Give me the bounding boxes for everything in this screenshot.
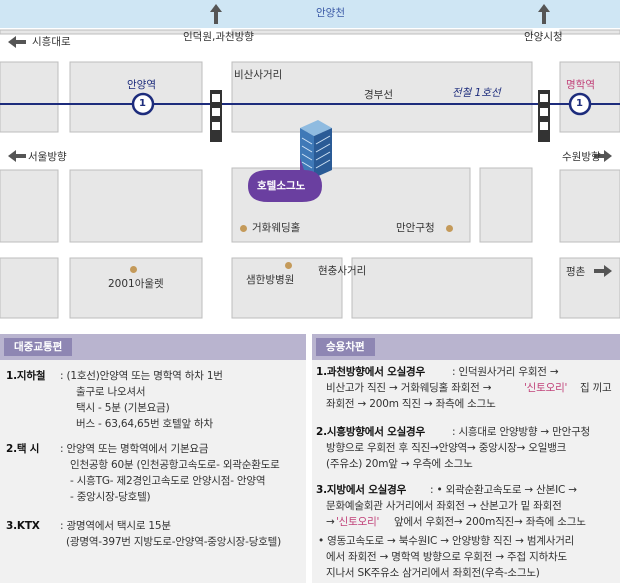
public-header-bar: 대중교통편 bbox=[0, 334, 306, 360]
route1-line: : 인덕원사거리 우회전 → bbox=[452, 366, 559, 378]
road-label-seoul: 서울방향 bbox=[28, 151, 67, 163]
landmark-wedding: 거화웨딩홀 bbox=[252, 222, 301, 234]
taxi-line: - 시흥TG- 제2경인고속도로 안양시점- 안양역 bbox=[70, 475, 266, 487]
taxi-line: : 안양역 또는 명학역에서 기본요금 bbox=[60, 443, 209, 455]
landmark-dot bbox=[285, 262, 292, 269]
route3-line: → bbox=[326, 516, 335, 528]
route2-line: 방향으로 우회전 후 직진→안양역→ 중앙시장→ 오일뱅크 bbox=[326, 442, 567, 454]
hotel-bubble bbox=[248, 158, 322, 202]
route2-line: : 시흥대로 안양방향 → 만안구청 bbox=[452, 426, 591, 438]
station-number-myeonghak: 1 bbox=[576, 98, 583, 109]
river-label: 안양천 bbox=[316, 7, 345, 19]
location-map: 안양천 시흥대로 인덕원,과천방향 안양시청 서울방향 수원방향 평촌 안양역 … bbox=[0, 0, 620, 319]
public-title: 대중교통편 bbox=[4, 338, 73, 356]
route4-line: 지나서 SK주유소 삼거리에서 좌회전(우측-소그노) bbox=[326, 567, 540, 579]
road-label-anyang-city: 안양시청 bbox=[524, 31, 563, 43]
route3-highlight: '신토오리' bbox=[336, 516, 380, 528]
left-arrow-icon bbox=[8, 36, 26, 48]
subway-line: 택시 - 5분 (기본요금) bbox=[76, 402, 170, 414]
landmark-dot bbox=[130, 266, 137, 273]
taxi-line: - 중앙시장-당호텔) bbox=[70, 491, 151, 503]
road-label-siheung: 시흥대로 bbox=[32, 36, 71, 48]
route1-line: 비산고가 직진 → 거화웨딩홀 좌회전 → bbox=[326, 382, 492, 394]
station-number-anyang: 1 bbox=[139, 98, 146, 109]
route2-label: 2.시흥방향에서 오실경우 bbox=[316, 426, 425, 438]
intersection-bisan: 비산사거리 bbox=[234, 69, 283, 81]
ktx-label: 3.KTX bbox=[6, 520, 40, 532]
hotel-label: 호텔소그노 bbox=[257, 180, 306, 192]
subway-line: 버스 - 63,64,65번 호텔앞 하차 bbox=[76, 418, 213, 430]
intersection-hyeonchung: 현충사거리 bbox=[318, 265, 367, 277]
car-header-bar: 승용차편 bbox=[312, 334, 620, 360]
landmark-manan: 만안구청 bbox=[396, 222, 435, 234]
road-label-suwon: 수원방향 bbox=[562, 151, 601, 163]
subway-line: 출구로 나오셔서 bbox=[76, 386, 146, 398]
route4-line: • 영동고속도로 → 북수원IC → 안양방향 직진 → 범계사거리 bbox=[318, 535, 575, 547]
landmark-hospital: 샘한방병원 bbox=[246, 274, 295, 286]
route1-label: 1.과천방향에서 오실경우 bbox=[316, 366, 425, 378]
road-label-pyeongchon: 평촌 bbox=[566, 266, 586, 278]
subway-line: : (1호선)안양역 또는 명학역 하차 1번 bbox=[60, 370, 223, 382]
route2-line: (주유소) 20m앞 → 우측에 소그노 bbox=[326, 458, 473, 470]
up-arrow-icon bbox=[210, 4, 222, 24]
route3-line: : • 외곽순환고속도로 → 산본IC → bbox=[430, 484, 577, 496]
route4-line: 에서 좌회전 → 명학역 방향으로 우회전 → 주접 지하차도 bbox=[326, 551, 567, 563]
route3-line: 앞에서 우회전→ 200m직진→ 좌측에 소그노 bbox=[394, 516, 586, 528]
ktx-line: : 광명역에서 택시로 15분 bbox=[60, 520, 171, 532]
route1-line: 좌회전 → 200m 직진 → 좌측에 소그노 bbox=[326, 398, 496, 410]
car-body bbox=[312, 360, 620, 583]
landmark-dot bbox=[446, 225, 453, 232]
public-body bbox=[0, 360, 306, 583]
station-label-anyang: 안양역 bbox=[127, 79, 156, 91]
taxi-label: 2.택 시 bbox=[6, 443, 40, 455]
ktx-line: (광명역-397번 지방도로-안양역-중앙시장-당호텔) bbox=[66, 536, 282, 548]
route3-line: 문화예술회관 사거리에서 좌회전 → 산본고가 밑 좌회전 bbox=[326, 500, 562, 512]
station-anyang-marker bbox=[131, 92, 155, 116]
hotel-building-icon bbox=[300, 120, 332, 178]
road-label-indeokwon: 인덕원,과천방향 bbox=[183, 31, 254, 43]
right-arrow-icon bbox=[594, 265, 612, 277]
subway-label: 1.지하철 bbox=[6, 370, 46, 382]
map-canvas bbox=[0, 0, 620, 319]
route1-line: 집 끼고 bbox=[580, 382, 612, 394]
right-arrow-icon bbox=[594, 150, 612, 162]
route3-label: 3.지방에서 오실경우 bbox=[316, 484, 407, 496]
landmark-outlet: 2001아울렛 bbox=[108, 278, 164, 290]
up-arrow-icon bbox=[538, 4, 550, 24]
taxi-line: 인천공항 60분 (인천공항고속도로- 외곽순환도로 bbox=[70, 459, 280, 471]
railway-label-subway: 전철 1호선 bbox=[452, 87, 501, 99]
city-blocks bbox=[0, 29, 620, 319]
route1-highlight: '신토오리' bbox=[524, 382, 568, 394]
station-label-myeonghak: 명학역 bbox=[566, 79, 595, 91]
left-arrow-icon bbox=[8, 150, 26, 162]
landmark-dot bbox=[240, 225, 247, 232]
directions-panel: 대중교통편 1.지하철 : (1호선)안양역 또는 명학역 하차 1번 출구로 … bbox=[0, 334, 620, 583]
station-myeonghak-marker bbox=[568, 92, 592, 116]
river bbox=[0, 0, 620, 28]
car-title: 승용차편 bbox=[316, 338, 375, 356]
railway-label-gyeongbu: 경부선 bbox=[364, 89, 393, 101]
